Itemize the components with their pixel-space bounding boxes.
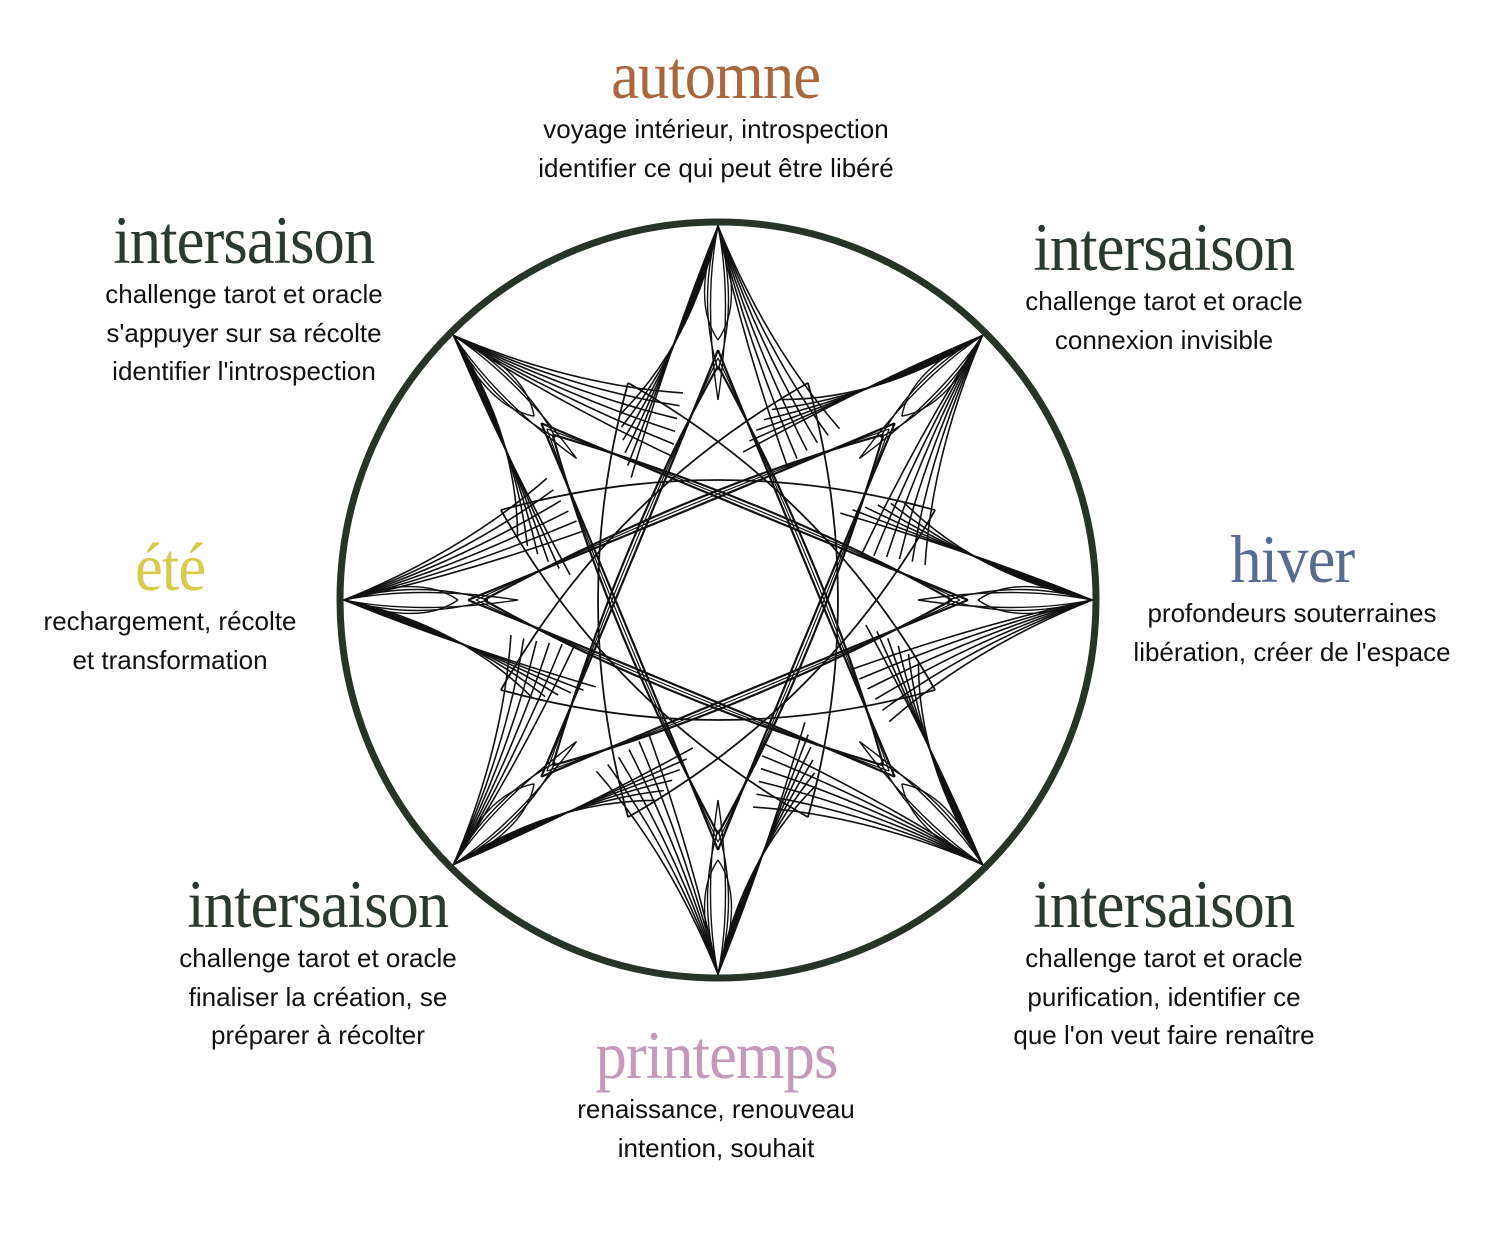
- star-strand: [551, 365, 719, 766]
- season-line: que l'on veut faire renaître: [1013, 1020, 1315, 1050]
- season-line: libération, créer de l'espace: [1133, 636, 1451, 667]
- star-strand: [977, 585, 1095, 615]
- star-strand: [483, 433, 884, 601]
- star-strand: [703, 859, 733, 977]
- season-title: printemps: [595, 1017, 838, 1093]
- star-strand: [341, 585, 459, 615]
- star-strand: [453, 334, 680, 407]
- star-strand: [453, 334, 683, 394]
- season-line: renaissance, renouveau: [577, 1094, 855, 1124]
- season-line: identifier ce qui peut être libéré: [538, 152, 894, 183]
- season-line: connexion invisible: [1054, 324, 1274, 355]
- season-title: été: [134, 529, 206, 605]
- season-intersaison-top-right: intersaison challenge tarot et oracle co…: [904, 212, 1424, 359]
- season-line: voyage intérieur, introspection: [543, 114, 889, 144]
- star-strand: [475, 599, 890, 772]
- season-line: préparer à récolter: [211, 1020, 425, 1050]
- star-strand: [546, 428, 961, 601]
- season-title: automne: [611, 37, 822, 113]
- season-title: intersaison: [1033, 209, 1296, 285]
- star-strand: [597, 382, 629, 818]
- star-strand: [551, 434, 719, 835]
- season-line: purification, identifier ce: [1027, 981, 1301, 1012]
- star-strand: [858, 740, 984, 866]
- star-strand: [901, 783, 984, 866]
- star-strand: [552, 433, 953, 601]
- star-strand: [451, 762, 556, 867]
- star-strand: [717, 225, 829, 437]
- season-line: profondeurs souterraines: [1147, 598, 1437, 628]
- star-strand: [911, 335, 984, 562]
- star-strand: [452, 783, 535, 866]
- eight-pointed-star-ornament: [341, 223, 1095, 977]
- season-title: intersaison: [113, 202, 376, 278]
- season-line: challenge tarot et oracle: [179, 943, 457, 973]
- season-intersaison-bottom-left: intersaison challenge tarot et oracle fi…: [58, 869, 578, 1055]
- star-strand: [807, 382, 839, 818]
- star-strand: [452, 740, 578, 866]
- star-strand: [717, 434, 885, 835]
- season-line: identifier l'introspection: [112, 356, 376, 386]
- star-strand: [703, 223, 733, 341]
- star-strand: [452, 334, 535, 417]
- season-line: s'appuyer sur sa récolte: [106, 317, 382, 348]
- season-intersaison-top-left: intersaison challenge tarot et oracle s'…: [0, 205, 504, 391]
- star-strand: [483, 599, 884, 767]
- season-line: challenge tarot et oracle: [105, 279, 383, 309]
- star-strand: [717, 428, 890, 843]
- wheel-circle: [336, 218, 1100, 982]
- star-strand: [717, 365, 885, 766]
- star-strand: [881, 599, 1093, 711]
- star-strand: [453, 334, 675, 445]
- season-intersaison-bottom-right: intersaison challenge tarot et oracle pu…: [904, 869, 1424, 1055]
- star-strand: [880, 762, 985, 867]
- season-title: intersaison: [187, 866, 450, 942]
- season-line: challenge tarot et oracle: [1025, 943, 1303, 973]
- star-strand: [500, 689, 936, 721]
- star-strand: [452, 638, 525, 865]
- star-strand: [546, 357, 719, 772]
- season-line: intention, souhait: [617, 1132, 815, 1163]
- season-automne: automne voyage intérieur, introspection …: [456, 40, 976, 187]
- season-line: rechargement, récolte: [43, 606, 297, 636]
- season-title: intersaison: [1033, 866, 1296, 942]
- star-strand: [901, 334, 984, 417]
- star-strand: [552, 599, 953, 767]
- star-strand: [627, 509, 936, 818]
- season-title: hiver: [1230, 521, 1355, 597]
- star-strand: [453, 334, 678, 420]
- season-hiver: hiver profondeurs souterraines libératio…: [1032, 524, 1488, 671]
- season-line: finaliser la création, se: [188, 981, 448, 1012]
- season-line: et transformation: [72, 644, 268, 675]
- season-printemps: printemps renaissance, renouveau intenti…: [456, 1020, 976, 1167]
- star-strand: [500, 382, 809, 691]
- season-ete: été rechargement, récolte et transformat…: [0, 532, 430, 679]
- star-strand: [343, 489, 555, 601]
- season-line: challenge tarot et oracle: [1025, 286, 1303, 316]
- star-strand: [607, 763, 719, 975]
- star-strand: [756, 793, 983, 866]
- star-strand: [500, 509, 809, 818]
- star-strand: [627, 382, 936, 691]
- star-strand: [500, 479, 936, 511]
